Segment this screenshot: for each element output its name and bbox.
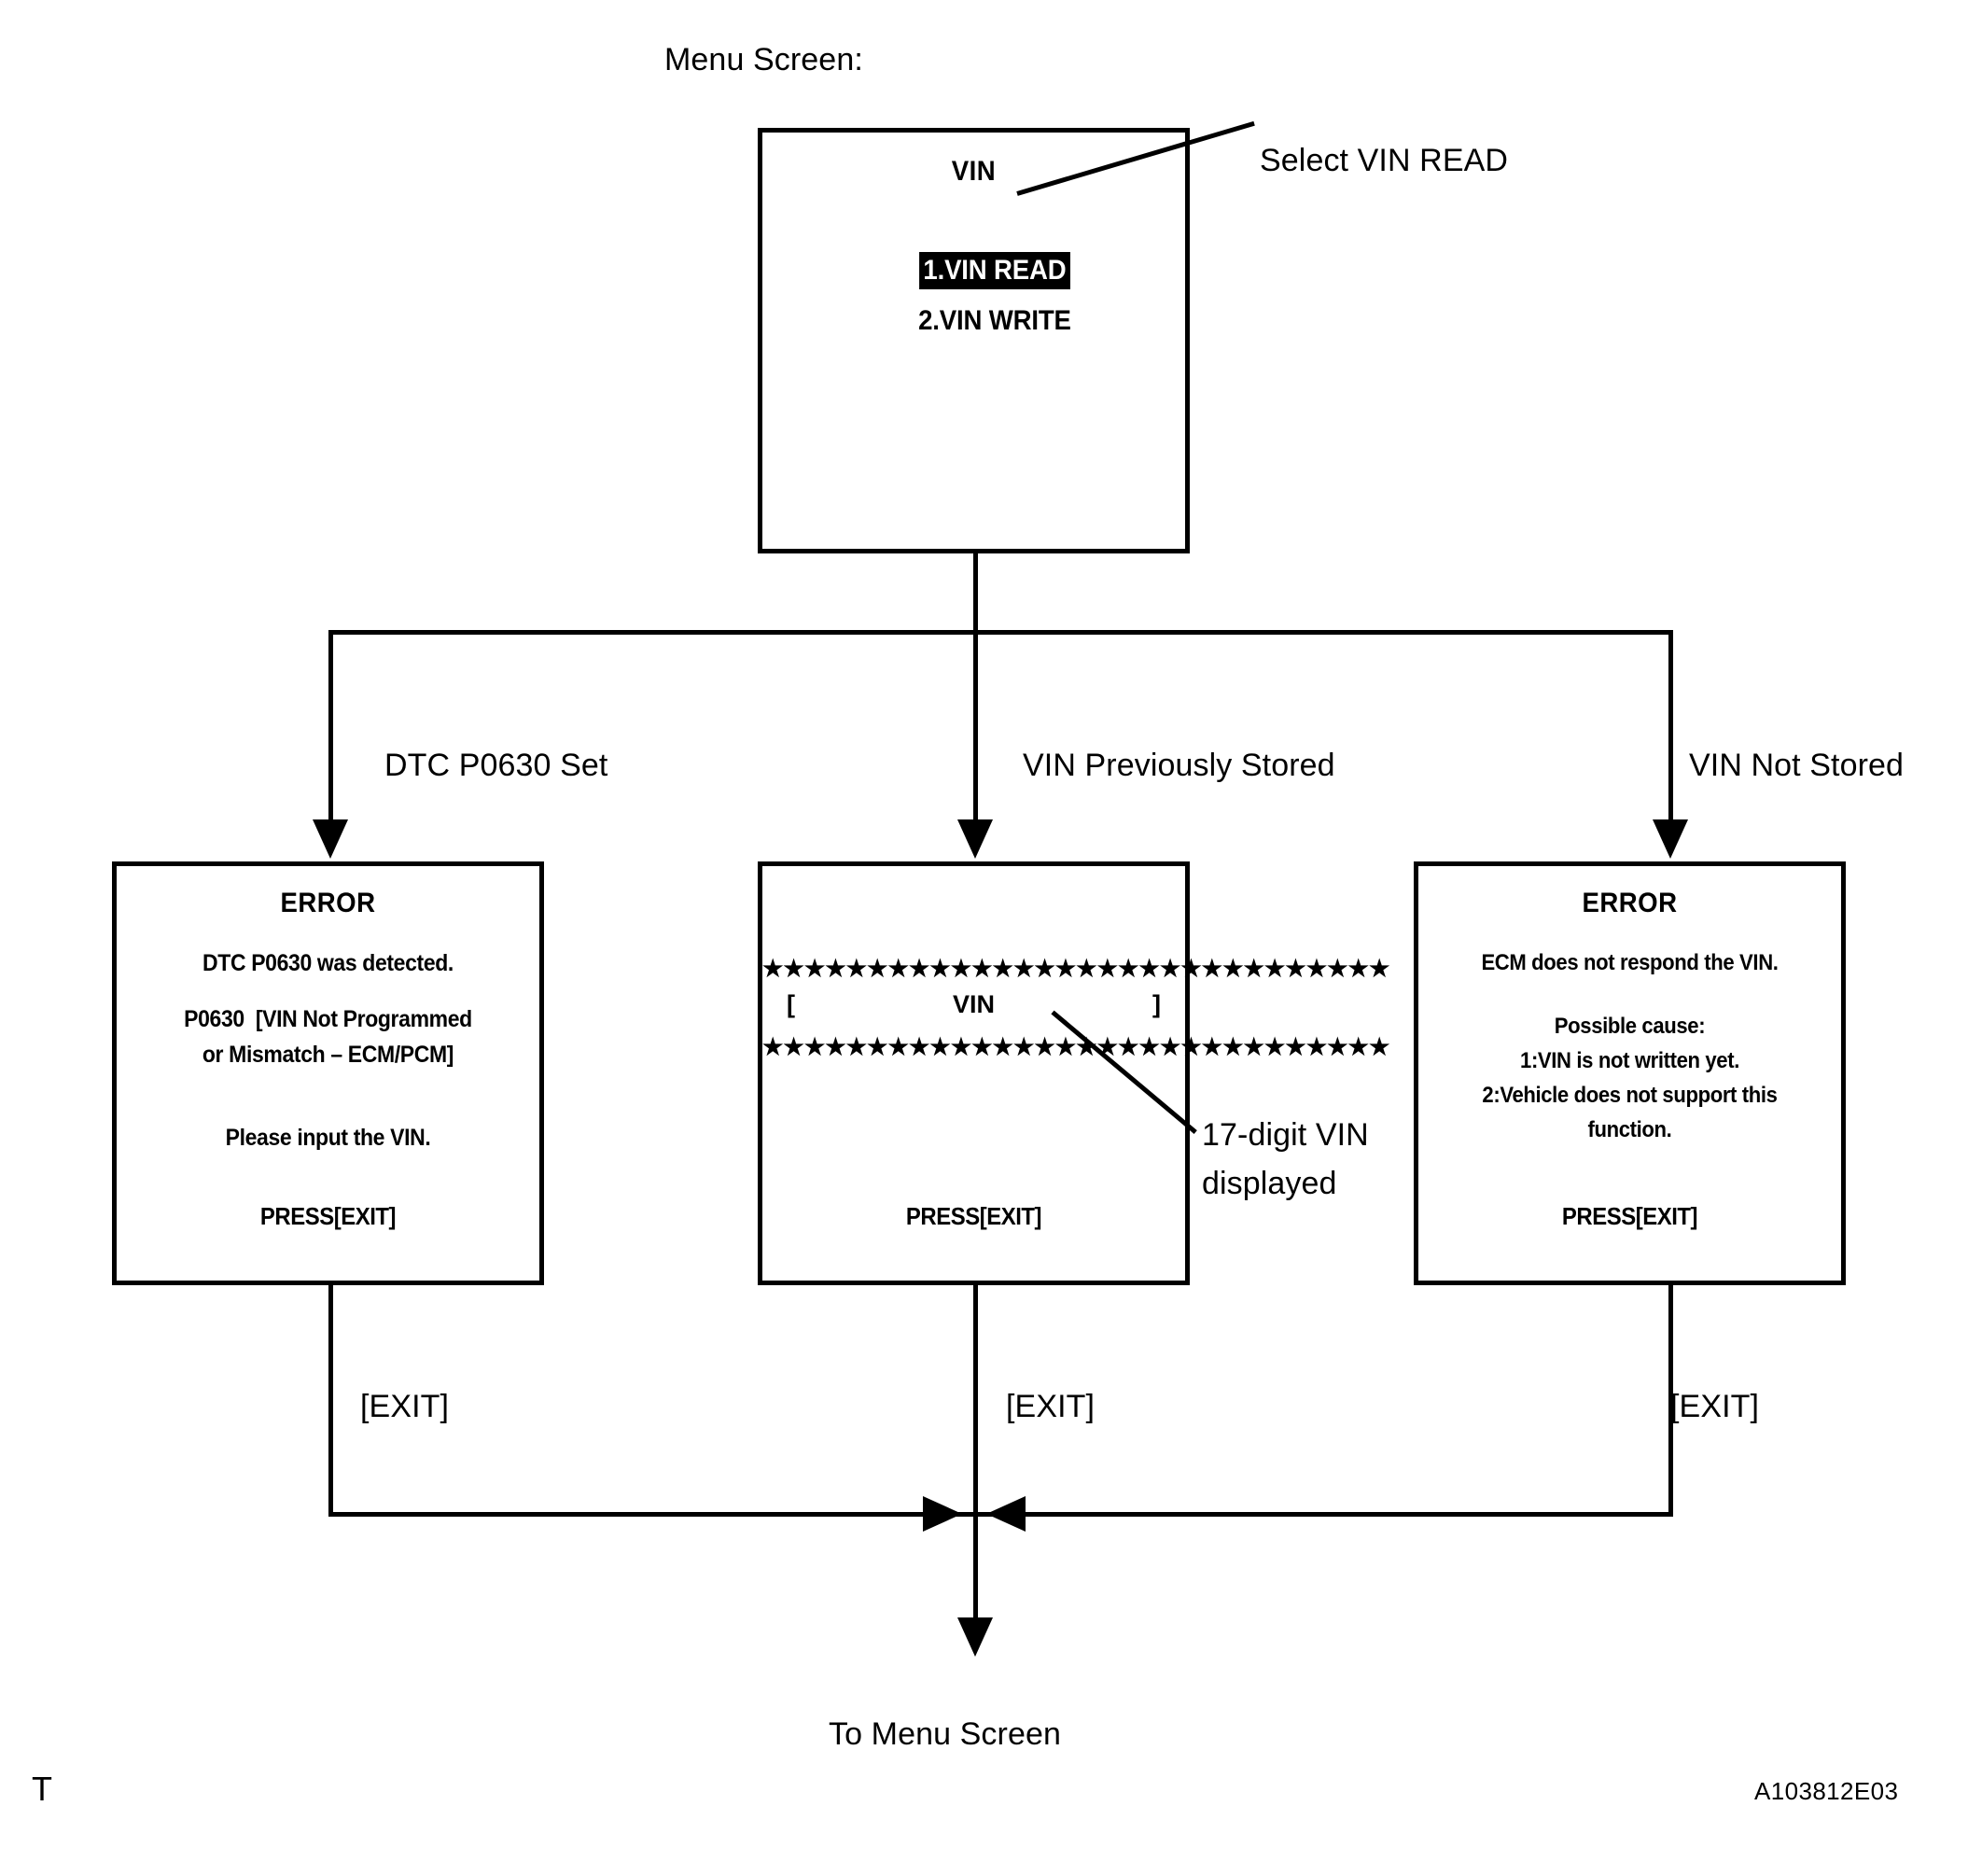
- dtc-error-line-1: DTC P0630 was detected.: [202, 950, 454, 976]
- vin-callout-line-1: 17-digit VIN: [1202, 1117, 1369, 1153]
- exit-label-vin-not-stored: [EXIT]: [1670, 1389, 1760, 1424]
- vin-callout-line-2: displayed: [1202, 1166, 1337, 1201]
- branch-distribution-bar: [328, 630, 1673, 635]
- branch-label-vin-stored: VIN Previously Stored: [1023, 748, 1335, 783]
- menu-item-vin-read[interactable]: 1.VIN READ: [779, 221, 1168, 320]
- dtc-error-line-3: or Mismatch – ECM/PCM]: [202, 1042, 454, 1068]
- merge-arrow-from-left: [923, 1496, 962, 1532]
- branch-line-vin-stored: [973, 630, 978, 826]
- menu-screen-caption: Menu Screen:: [664, 42, 863, 77]
- figure-code: A103812E03: [1754, 1777, 1899, 1805]
- vin-bracket-open: [: [787, 990, 795, 1018]
- branch-label-dtc: DTC P0630 Set: [384, 748, 608, 783]
- dtc-error-line-4: Please input the VIN.: [225, 1125, 431, 1151]
- final-outcome-line: [973, 1512, 978, 1622]
- vin-display-star-row-bottom: ★★★★★★★★★★★★★★★★★★★★★★★★★★★★★★: [762, 1034, 1390, 1060]
- branch-arrow-vin-stored: [957, 819, 993, 859]
- dtc-error-title: ERROR: [280, 888, 376, 918]
- exit-line-dtc: [328, 1285, 333, 1517]
- exit-label-dtc: [EXIT]: [360, 1389, 450, 1424]
- menu-item-vin-write[interactable]: 2.VIN WRITE: [779, 272, 1168, 371]
- no-response-error-line-1: ECM does not respond the VIN.: [1481, 950, 1779, 975]
- dtc-error-line-2: P0630 [VIN Not Programmed: [184, 1006, 472, 1032]
- vin-display-press-exit: PRESS[EXIT]: [905, 1202, 1042, 1230]
- branch-label-vin-not-stored: VIN Not Stored: [1689, 748, 1905, 783]
- merge-arrow-from-right: [986, 1496, 1026, 1532]
- select-vin-read-callout: Select VIN READ: [1260, 143, 1509, 178]
- menu-screen-title: VIN: [951, 156, 997, 187]
- final-outcome-arrow: [957, 1617, 993, 1657]
- no-response-error-line-4: 2:Vehicle does not support this: [1482, 1083, 1778, 1108]
- menu-item-vin-read-label: 1.VIN READ: [918, 252, 1071, 290]
- no-response-error-screen-box: ERROR ECM does not respond the VIN. Poss…: [1414, 861, 1846, 1285]
- branch-arrow-vin-not-stored: [1653, 819, 1688, 859]
- dtc-error-screen-box: ERROR DTC P0630 was detected. P0630 [VIN…: [112, 861, 544, 1285]
- no-response-error-line-5: function.: [1587, 1117, 1672, 1142]
- menu-item-vin-write-label: 2.VIN WRITE: [918, 305, 1071, 337]
- page-corner-mark: T: [32, 1770, 52, 1808]
- no-response-error-press-exit: PRESS[EXIT]: [1561, 1202, 1698, 1230]
- dtc-error-press-exit: PRESS[EXIT]: [259, 1202, 397, 1230]
- no-response-error-line-3: 1:VIN is not written yet.: [1520, 1048, 1739, 1073]
- vin-display-star-row-top: ★★★★★★★★★★★★★★★★★★★★★★★★★★★★★★: [762, 956, 1390, 982]
- branch-line-vin-not-stored: [1668, 630, 1673, 826]
- outcome-label: To Menu Screen: [829, 1716, 1061, 1752]
- branch-arrow-dtc: [313, 819, 348, 859]
- menu-to-branch-stem: [973, 553, 978, 633]
- menu-screen-box: VIN 1.VIN READ 2.VIN WRITE: [758, 128, 1190, 553]
- vin-value: VIN: [952, 990, 995, 1018]
- no-response-error-title: ERROR: [1582, 888, 1678, 918]
- no-response-error-line-2: Possible cause:: [1554, 1014, 1706, 1039]
- vin-display-screen-box: ★★★★★★★★★★★★★★★★★★★★★★★★★★★★★★ [ VIN ] ★…: [758, 861, 1390, 1285]
- vin-bracket-close: ]: [1152, 990, 1161, 1018]
- exit-label-vin-stored: [EXIT]: [1006, 1389, 1096, 1424]
- exit-line-vin-stored: [973, 1285, 978, 1517]
- branch-line-dtc: [328, 630, 333, 826]
- exit-line-vin-not-stored: [1668, 1285, 1673, 1517]
- vin-display-value-row: [ VIN ]: [787, 990, 1161, 1019]
